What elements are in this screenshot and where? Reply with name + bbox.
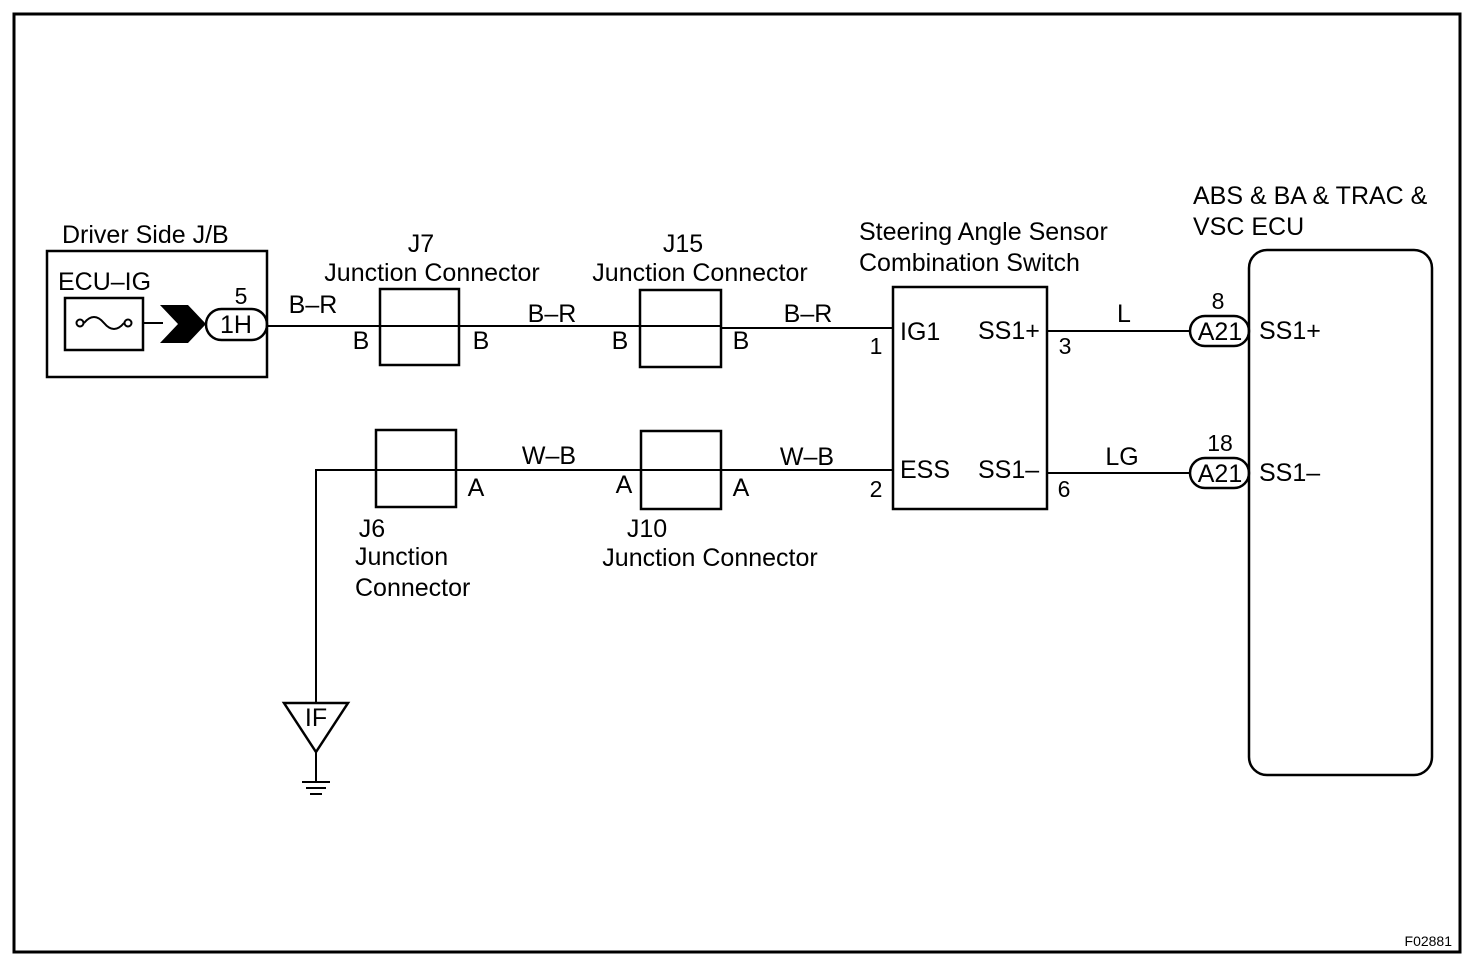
connector-1h-oval [204,307,269,342]
driver-jb-box [45,249,269,379]
wire-br-3-label: B–R [784,300,833,328]
driver-side-jb: Driver Side J/B ECU–IG 1H 5 [45,221,269,379]
abs-vsc-ecu: ABS & BA & TRAC & VSC ECU 8 A21 SS1+ 18 … [1188,182,1434,777]
sensor-title-line2: Combination Switch [859,249,1080,277]
ecu-connector-a21-bottom [1188,456,1251,490]
j7-left-pin: B [353,327,370,355]
sensor-title-line1: Steering Angle Sensor [859,218,1108,246]
j7-right-pin: B [473,327,490,355]
steering-angle-sensor: Steering Angle Sensor Combination Switch… [859,218,1108,511]
wire-wb-1-label: W–B [522,442,576,470]
sensor-pin-6: 6 [1058,476,1071,502]
j6-box [374,428,458,509]
ecu-title-line1: ABS & BA & TRAC & [1193,182,1428,210]
diagram-frame [12,12,1462,954]
j6-name-line1: Junction [355,543,448,571]
j15-name: Junction Connector [592,259,807,287]
driver-jb-title: Driver Side J/B [62,221,229,249]
ecu-box [1247,248,1434,777]
sensor-box [891,285,1049,511]
j10-left-pin: A [616,471,633,499]
ecu-connector-a21-bottom-label: A21 [1198,460,1242,488]
sensor-pin-2: 2 [870,476,883,502]
j15-box [638,288,723,369]
ground-icon [302,781,330,795]
j15-id: J15 [663,230,703,258]
j6-name-line2: Connector [355,574,470,602]
sensor-terminal-ss1-minus: SS1– [978,456,1039,484]
j6-pin: A [468,474,485,502]
j15-right-pin: B [733,327,750,355]
ground-label: IF [305,704,327,732]
j10-right-pin: A [733,474,750,502]
ecu-terminal-ss1-minus: SS1– [1259,459,1320,487]
sensor-pin-3: 3 [1059,333,1072,359]
ground-triangle [281,701,351,755]
connector-1h-label: 1H [220,311,252,339]
j6-id: J6 [359,515,385,543]
j7-id: J7 [408,230,434,258]
sensor-terminal-ig1: IG1 [900,318,940,346]
wire-l-label: L [1117,300,1131,328]
fuse-label: ECU–IG [58,268,151,296]
wire-lg-label: LG [1105,443,1138,471]
ecu-terminal-ss1-plus: SS1+ [1259,317,1321,345]
j10-name: Junction Connector [602,544,817,572]
sensor-terminal-ss1-plus: SS1+ [978,317,1040,345]
j7-name: Junction Connector [324,259,539,287]
wire-br-2-label: B–R [528,300,577,328]
wire-ground [315,469,456,703]
ecu-connector-a21-top-label: A21 [1198,318,1242,346]
j10-id: J10 [627,515,667,543]
connector-chevron-icon [160,305,206,343]
j15-left-pin: B [612,327,629,355]
wire-wb-2-label: W–B [780,443,834,471]
ecu-pin-18: 18 [1207,430,1233,456]
ground-if: IF [281,701,351,795]
sensor-pin-1: 1 [870,333,883,359]
j15-junction-connector: J15 Junction Connector B B [592,230,808,369]
ecu-title-line2: VSC ECU [1193,213,1304,241]
wire-br-1-label: B–R [289,291,338,319]
connector-1h-pin: 5 [235,283,248,309]
fuse-icon [75,316,133,330]
sensor-terminal-ess: ESS [900,456,950,484]
j10-junction-connector: A A J10 Junction Connector [602,429,818,572]
ecu-pin-8: 8 [1212,288,1225,314]
j7-junction-connector: J7 Junction Connector B B [324,230,540,367]
j6-junction-connector: A J6 Junction Connector [355,428,485,602]
figure-id: F02881 [1405,933,1453,949]
ecu-connector-a21-top [1188,314,1251,348]
